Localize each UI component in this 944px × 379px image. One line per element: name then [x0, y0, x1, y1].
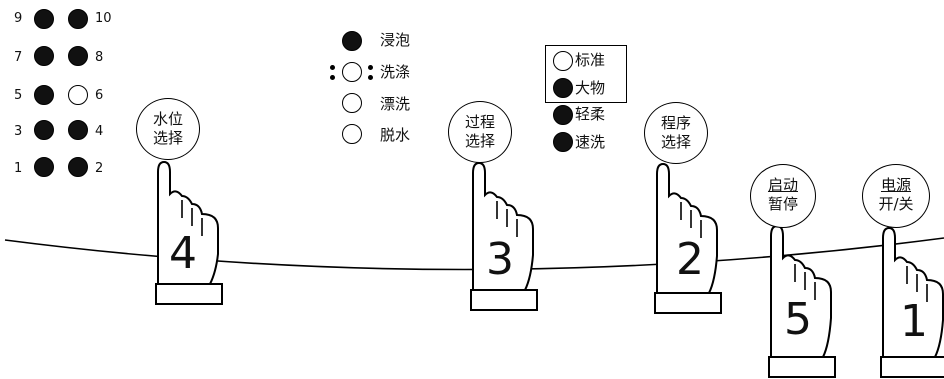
hand-icon-step-2-cuff — [654, 292, 722, 314]
program-select-button[interactable]: 程序 选择 — [644, 102, 708, 164]
stage-label-rinse: 漂洗 — [380, 95, 411, 113]
level-label-8: 8 — [95, 50, 104, 65]
step-number-2: 2 — [676, 234, 704, 285]
step-number-1: 1 — [900, 296, 928, 347]
start-pause-button[interactable]: 启动 暂停 — [750, 164, 816, 228]
level-label-2: 2 — [95, 161, 104, 176]
hand-icon-step-3-cuff — [470, 289, 538, 311]
power-button-line1: 电源 — [880, 176, 911, 194]
program-label-quick: 速洗 — [575, 133, 606, 151]
stage-label-soak: 浸泡 — [380, 31, 411, 49]
program-button-line2: 选择 — [660, 133, 691, 151]
level-indicator-5 — [34, 85, 54, 105]
level-label-3: 3 — [14, 124, 23, 139]
stage-label-spin: 脱水 — [380, 126, 411, 144]
level-label-5: 5 — [14, 88, 23, 103]
step-number-5: 5 — [784, 294, 812, 345]
level-indicator-4 — [68, 120, 88, 140]
stage-indicator-wash — [342, 62, 362, 82]
hand-icon-step-4-cuff — [155, 283, 223, 305]
hand-icon-step-4 — [157, 160, 219, 285]
level-label-4: 4 — [95, 124, 104, 139]
power-button-line2: 开/关 — [878, 195, 914, 213]
program-label-bulky: 大物 — [575, 79, 606, 97]
level-indicator-8 — [68, 46, 88, 66]
step-number-4: 4 — [169, 228, 197, 279]
level-indicator-10 — [68, 9, 88, 29]
hand-icon-step-3 — [472, 161, 534, 291]
program-label-standard: 标准 — [575, 51, 606, 69]
stage-label-wash: 洗涤 — [380, 63, 411, 81]
process-select-button[interactable]: 过程 选择 — [448, 101, 512, 163]
process-button-line1: 过程 — [464, 113, 495, 131]
blink-mark-left-top — [330, 65, 335, 70]
hand-icon-step-2 — [656, 162, 718, 294]
level-indicator-6 — [68, 85, 88, 105]
program-indicator-bulky — [553, 78, 573, 98]
level-label-10: 10 — [95, 11, 112, 26]
level-indicator-7 — [34, 46, 54, 66]
power-button[interactable]: 电源 开/关 — [862, 164, 930, 228]
level-indicator-9 — [34, 9, 54, 29]
program-button-line1: 程序 — [660, 114, 691, 132]
blink-mark-left-bottom — [330, 75, 335, 80]
program-selected-frame — [545, 45, 627, 103]
level-label-6: 6 — [95, 88, 104, 103]
level-indicator-2 — [68, 157, 88, 177]
level-indicator-1 — [34, 157, 54, 177]
water-level-button-line1: 水位 — [152, 110, 183, 128]
level-label-1: 1 — [14, 161, 23, 176]
step-number-3: 3 — [486, 234, 514, 285]
program-indicator-standard — [553, 51, 573, 71]
stage-indicator-spin — [342, 124, 362, 144]
program-label-gentle: 轻柔 — [575, 105, 606, 123]
hand-icon-step-1 — [882, 226, 944, 358]
stage-indicator-rinse — [342, 93, 362, 113]
process-button-line2: 选择 — [464, 132, 495, 150]
hand-icon-step-1-cuff — [880, 356, 944, 378]
level-label-9: 9 — [14, 11, 23, 26]
stage-indicator-soak — [342, 31, 362, 51]
start-pause-button-line2: 暂停 — [767, 195, 798, 213]
program-indicator-quick — [553, 132, 573, 152]
level-indicator-3 — [34, 120, 54, 140]
program-indicator-gentle — [553, 105, 573, 125]
water-level-select-button[interactable]: 水位 选择 — [136, 98, 200, 160]
level-label-7: 7 — [14, 50, 23, 65]
blink-mark-right-top — [368, 65, 373, 70]
blink-mark-right-bottom — [368, 75, 373, 80]
start-pause-button-line1: 启动 — [767, 176, 798, 194]
water-level-button-line2: 选择 — [152, 129, 183, 147]
hand-icon-step-5-cuff — [768, 356, 836, 378]
